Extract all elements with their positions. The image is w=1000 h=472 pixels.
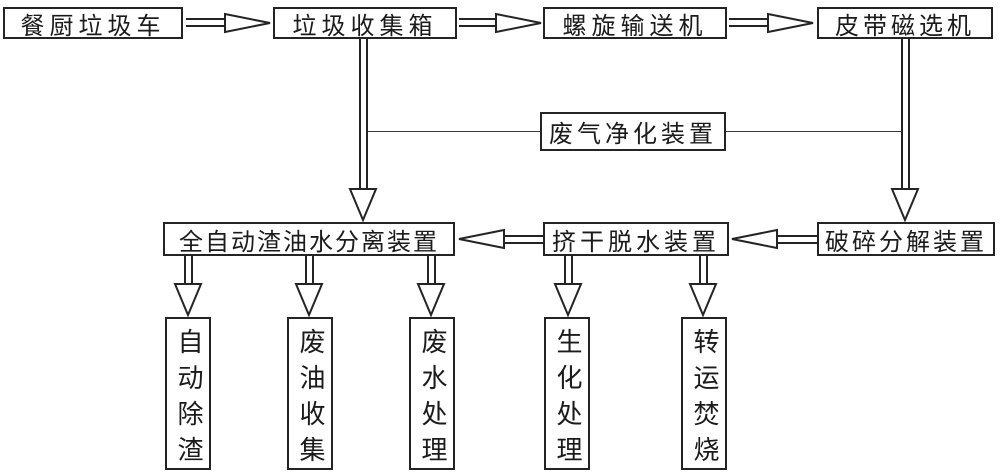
node-biochemical-treatment: 生化处理 [544, 317, 590, 472]
arrow-shaft-separator-to-water [427, 256, 436, 284]
arrow-shaft-collection-to-separator [359, 38, 368, 190]
arrowhead-right-icon [224, 12, 271, 34]
node-auto-slag-removal: 自动除渣 [165, 317, 211, 472]
node-label: 转运焚烧 [690, 328, 719, 472]
arrow-shaft-dewatering-to-separator [504, 235, 543, 244]
arrowhead-down-icon [416, 283, 446, 317]
arrowhead-down-icon [294, 283, 324, 317]
arrowhead-right-icon [767, 12, 814, 34]
arrow-shaft-dewatering-to-incineration [699, 256, 708, 284]
arrow-shaft-magnetic-to-crusher [901, 38, 910, 190]
node-label: 废水处理 [418, 328, 447, 472]
arrowhead-down-icon [890, 188, 920, 222]
node-waste-oil-collection: 废油收集 [287, 317, 333, 472]
arrow-shaft-separator-to-oil [305, 256, 314, 284]
node-label: 自动除渣 [174, 328, 203, 472]
arrow-shaft-collection-to-screw [459, 18, 495, 27]
node-squeeze-dewatering: 挤干脱水装置 [543, 222, 729, 256]
arrowhead-left-icon [458, 228, 505, 250]
node-waste-collection-box: 垃圾收集箱 [273, 7, 457, 40]
node-belt-magnetic-separator: 皮带磁选机 [817, 7, 993, 40]
arrowhead-down-icon [348, 188, 378, 222]
node-waste-water-treatment: 废水处理 [409, 317, 455, 472]
node-oil-water-separator: 全自动渣油水分离装置 [163, 222, 455, 256]
arrow-shaft-separator-to-slag [184, 256, 193, 284]
arrowhead-right-icon [495, 12, 542, 34]
connector-line-gas-to-magnetic [724, 131, 903, 132]
node-kitchen-waste-truck: 餐厨垃圾车 [3, 7, 183, 40]
arrowhead-down-icon [688, 283, 718, 317]
node-label: 废油收集 [296, 328, 325, 472]
node-transfer-incineration: 转运焚烧 [681, 317, 727, 472]
arrow-shaft-screw-to-magnetic [729, 18, 767, 27]
arrow-shaft-truck-to-collection [186, 18, 224, 27]
node-crushing-decomposer: 破碎分解装置 [817, 222, 995, 256]
arrowhead-down-icon [173, 283, 203, 317]
arrowhead-down-icon [553, 283, 583, 317]
connector-line-collection-to-gas [367, 131, 540, 132]
arrow-shaft-crusher-to-dewatering [778, 235, 817, 244]
node-label: 生化处理 [553, 328, 582, 472]
arrow-shaft-dewatering-to-bio [564, 256, 573, 284]
node-screw-conveyor: 螺旋输送机 [543, 7, 727, 40]
arrowhead-left-icon [731, 228, 778, 250]
node-waste-gas-purifier: 废气净化装置 [540, 112, 726, 151]
